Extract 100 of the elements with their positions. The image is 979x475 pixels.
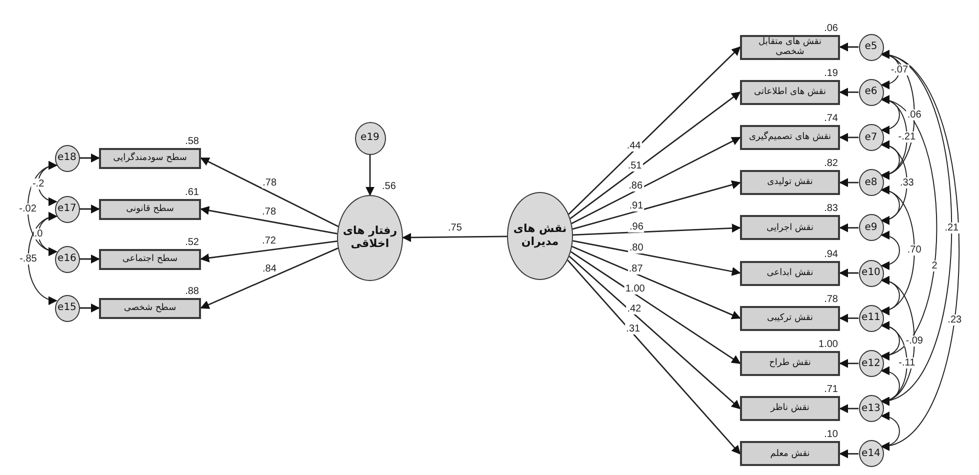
arrow [572,246,741,320]
arrow [80,304,100,312]
edge-label: .78 [262,178,278,189]
edge-label: .42 [626,304,642,315]
arrow [200,157,339,228]
node-label: نقش ابداعی [766,268,814,278]
arrow [80,154,100,162]
error-term-circle [858,78,884,106]
node-label: e18 [58,152,76,164]
node-label: e9 [864,222,878,234]
observed-variable-box [740,396,840,422]
arrow [572,224,741,236]
edge-label: 1.00 [624,284,646,295]
edge-label: .87 [628,263,644,274]
node-label: e8 [864,176,878,188]
node-label: e7 [864,132,878,144]
edge-label: -.09 [904,335,924,346]
edge-label: .96 [628,222,644,233]
node-label: نقش های تصمیم‌گیری [748,132,831,143]
covariance-arrow [880,142,908,224]
arrow [571,136,741,224]
error-term-circle [858,214,884,242]
arrow [570,92,741,220]
node-label: e12 [862,358,880,370]
r-squared-value: .82 [824,158,838,170]
node-label: e11 [862,312,880,324]
edge-label: -.07 [890,64,910,76]
r-squared-value: .61 [185,186,199,198]
observed-variable-box [740,260,840,286]
r-squared-value: .56 [382,181,396,192]
error-term-circle [858,169,884,196]
node-label: سطح شخصی [124,302,176,314]
error-term-circle [858,350,884,377]
r-squared-value: .88 [185,286,199,296]
node-label: e14 [862,448,880,460]
r-squared-value: .10 [824,429,838,440]
arrow [839,358,858,368]
edge-label: .44 [626,140,642,152]
observed-variable-box [740,350,840,376]
arrow [80,204,100,214]
edge-label: .0 [33,228,44,240]
edge-label: .91 [628,200,644,212]
error-term-circle [858,304,884,332]
observed-variable-box [740,441,840,466]
observed-variable-box [740,124,840,150]
node-label: e15 [58,302,76,314]
node-label: e19 [360,132,380,144]
arrow [568,46,741,215]
node-label: سطح سودمندگرایی [113,152,187,164]
node-label: نقش اجرایی [766,222,814,233]
edge-label: .84 [262,264,278,275]
covariance-arrow [880,52,960,448]
observed-variable-box [99,198,201,220]
arrow [572,240,741,276]
node-label: نقش ناظر [770,403,810,414]
node-label: سطح قانونی [126,204,174,214]
arrow [366,154,374,196]
edge-label: .31 [625,323,642,334]
node-label: نقش طراح [769,358,811,369]
edge-label: -.02 [18,203,38,214]
r-squared-value: .74 [824,112,838,124]
r-squared-value: 1.00 [818,338,838,350]
observed-variable-box [740,170,840,196]
error-term-circle [858,260,884,286]
observed-variable-box [99,298,201,318]
arrow [200,248,338,309]
node-label: نقش معلم [770,448,810,459]
error-term-circle [54,294,80,322]
node-label: رفتار های اخلاقی [342,225,398,251]
arrow [839,314,858,323]
node-label: e13 [862,402,880,414]
edge-label: -.21 [897,132,916,143]
arrow [839,178,858,188]
r-squared-value: .71 [824,384,838,396]
observed-variable-box [740,80,840,105]
observed-variable-box [740,306,840,331]
edge-label: .21 [944,222,960,234]
arrow [570,251,741,364]
arrow [572,180,741,230]
edge-label: -.2 [31,178,46,189]
node-label: نقش های مدیران [512,223,568,249]
node-label: e6 [864,86,878,98]
covariance-arrow [880,187,915,314]
r-squared-value: .94 [824,248,838,260]
error-term-circle [858,124,884,151]
arrow [402,233,507,242]
edge-label: .06 [906,109,922,120]
observed-variable-box [740,34,840,60]
r-squared-value: .83 [824,203,838,214]
arrow [839,223,858,232]
r-squared-value: .06 [824,22,838,34]
edge-label: .23 [946,314,963,326]
edge-label: .75 [447,222,463,234]
arrow [839,404,858,414]
arrow [200,240,338,262]
error-term-circle [858,34,884,60]
node-label: e5 [864,41,878,53]
edge-label: .80 [628,242,644,254]
node-label: نقش ترکیبی [766,313,814,324]
arrow [568,256,741,410]
